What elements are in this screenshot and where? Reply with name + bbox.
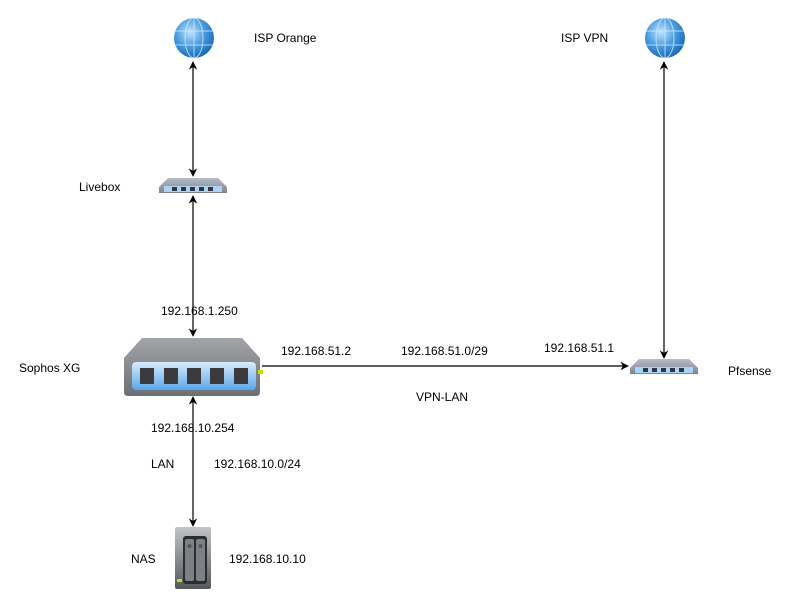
vpn-subnet: 192.168.51.0/29 <box>401 344 488 358</box>
isp-vpn-label: ISP VPN <box>561 31 609 45</box>
nas-ip: 192.168.10.10 <box>229 552 306 566</box>
sophos-lan-ip: 192.168.10.254 <box>151 421 235 435</box>
switch-icon[interactable] <box>158 177 228 195</box>
globe-icon[interactable] <box>643 16 687 60</box>
pfsense-ip: 192.168.51.1 <box>544 341 615 355</box>
globe-icon[interactable] <box>172 16 216 60</box>
livebox-label: Livebox <box>79 180 121 194</box>
livebox-sophos-ip: 192.168.1.250 <box>161 304 238 318</box>
lan-subnet: 192.168.10.0/24 <box>214 457 301 471</box>
sophos-label: Sophos XG <box>19 361 81 375</box>
isp-orange-label: ISP Orange <box>254 31 317 45</box>
nas-icon[interactable] <box>175 527 211 589</box>
sophos-vpn-ip: 192.168.51.2 <box>281 344 352 358</box>
lan-label: LAN <box>151 457 175 471</box>
vpn-lan-label: VPN-LAN <box>416 390 469 404</box>
nas-label: NAS <box>131 552 156 566</box>
pfsense-label: Pfsense <box>728 364 772 378</box>
firewall-switch-icon[interactable] <box>120 336 264 398</box>
switch-icon[interactable] <box>629 358 699 376</box>
